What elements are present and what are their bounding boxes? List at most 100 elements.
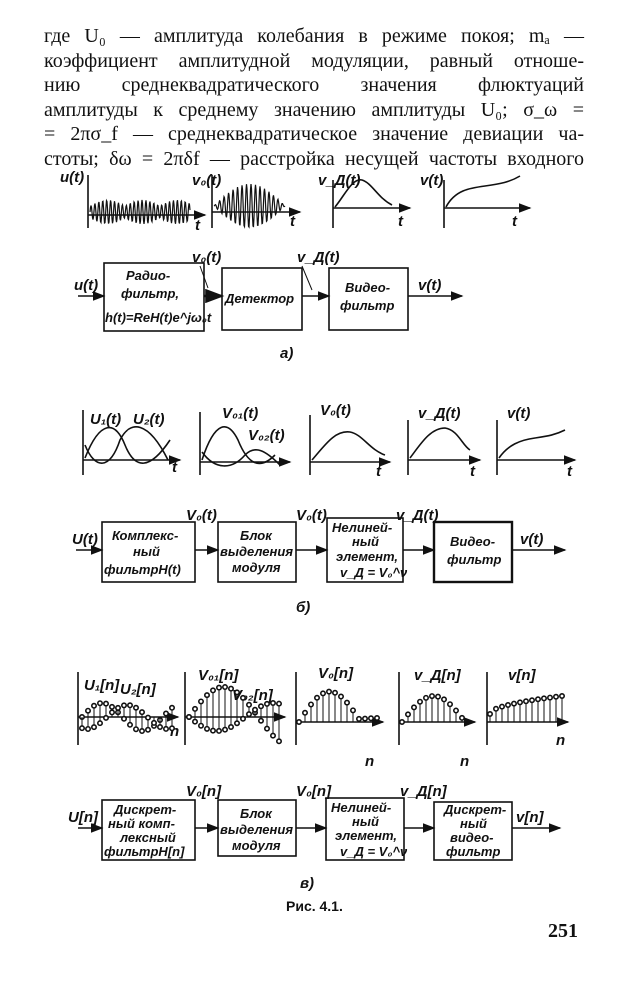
sample-point [528, 697, 535, 704]
svg-text:t: t [290, 213, 296, 230]
sample-point [151, 719, 158, 726]
fig-c-block-diagram: U[n] V₀[n] V₀[n] v_Д[n] v[n] Дискрет- ны… [68, 783, 562, 892]
svg-text:v(t): v(t) [418, 277, 441, 294]
svg-text:u(t): u(t) [74, 277, 98, 294]
sample-point [331, 689, 338, 696]
svg-text:V₀[n]: V₀[n] [318, 665, 354, 682]
svg-text:t: t [195, 217, 201, 234]
sample-point [422, 694, 429, 701]
sample-point [428, 693, 435, 700]
svg-text:элемент,: элемент, [336, 549, 398, 564]
sample-point [307, 701, 314, 708]
sample-point [452, 707, 459, 714]
sample-point [361, 715, 368, 722]
sample-point [404, 711, 411, 718]
svg-text:U(t): U(t) [72, 531, 98, 548]
svg-text:v_Д[n]: v_Д[n] [414, 667, 462, 684]
sample-point [79, 725, 86, 732]
sample-point [269, 700, 276, 707]
svg-text:выделения: выделения [220, 544, 293, 559]
discrete-complex-filter-block [101, 799, 196, 861]
svg-text:Комплекс-: Комплекс- [112, 528, 178, 543]
sample-point [192, 705, 199, 712]
sample-point [416, 698, 423, 705]
sample-point [228, 724, 235, 731]
sample-point [257, 717, 264, 724]
svg-text:V₀(t): V₀(t) [320, 402, 351, 419]
sample-point [313, 694, 320, 701]
svg-text:v_Д(t): v_Д(t) [318, 172, 361, 189]
sample-point [91, 724, 98, 731]
sample-point [398, 718, 405, 725]
fig-c-graphs: U₁[n] U₂[n] V₀₁[n] V₀₂[n] V₀[n] v_Д[n] v… [77, 665, 568, 770]
svg-text:ный: ный [133, 544, 160, 559]
svg-text:V₀(t): V₀(t) [296, 507, 327, 524]
svg-text:ный: ный [352, 534, 379, 549]
sample-point [97, 720, 104, 727]
svg-text:Видео-: Видео- [345, 280, 390, 295]
sample-point [263, 700, 270, 707]
sample-point [486, 710, 493, 717]
svg-text:фильтр: фильтр [446, 844, 500, 859]
fig-a-block-diagram: u(t) v₀(t) v_Д(t) v(t) Радио- фильтр, h(… [74, 249, 464, 362]
sample-point [540, 695, 547, 702]
sample-point [210, 687, 217, 694]
svg-text:б): б) [296, 599, 310, 616]
sample-point [145, 714, 152, 721]
svg-text:V₀[n]: V₀[n] [186, 783, 222, 800]
sample-point [234, 689, 241, 696]
sample-point [446, 701, 453, 708]
svg-text:Детектор: Детектор [224, 291, 294, 306]
svg-text:Нелиней-: Нелиней- [332, 520, 392, 535]
sample-point [325, 688, 332, 695]
sample-point [133, 704, 140, 711]
svg-text:лексный: лексный [119, 830, 176, 845]
svg-text:Видео-: Видео- [450, 534, 495, 549]
sample-point [552, 693, 559, 700]
sample-point [434, 693, 441, 700]
complex-filter-block [101, 521, 196, 583]
sample-point [343, 699, 350, 706]
detector-block [221, 267, 303, 331]
svg-text:а): а) [280, 345, 293, 362]
svg-text:v₀(t): v₀(t) [192, 172, 221, 189]
fig-a-graphs: u(t) t v₀(t) t v_Д(t) t v(t) t [60, 169, 530, 234]
svg-text:t: t [376, 463, 382, 480]
sample-point [319, 690, 326, 697]
svg-text:Нелиней-: Нелиней- [331, 800, 391, 815]
sample-point [85, 725, 92, 732]
sample-point [85, 707, 92, 714]
text-line: = 2πσ_f — среднеквадратическое значение … [44, 123, 584, 145]
sample-point [222, 726, 229, 733]
sample-point [222, 684, 229, 691]
svg-text:Радио-: Радио- [126, 268, 170, 283]
sample-point [355, 715, 362, 722]
svg-text:v[n]: v[n] [516, 809, 545, 826]
sample-point [204, 692, 211, 699]
sample-point [91, 702, 98, 709]
sample-point [103, 714, 110, 721]
video-filter-block [432, 520, 514, 584]
svg-text:t: t [172, 459, 178, 476]
sample-point [204, 725, 211, 732]
svg-text:Блок: Блок [240, 528, 273, 543]
sample-point [186, 713, 193, 720]
svg-text:v_Д(t): v_Д(t) [297, 249, 340, 266]
nonlinear-element-block [325, 797, 405, 861]
sample-point [534, 696, 541, 703]
sample-point [163, 710, 170, 717]
sample-point [558, 692, 565, 699]
sample-point [198, 698, 205, 705]
sample-point [127, 721, 134, 728]
sample-point [510, 700, 517, 707]
svg-text:U₁(t): U₁(t) [90, 411, 121, 428]
svg-text:t: t [512, 213, 518, 230]
svg-text:n: n [365, 753, 374, 770]
svg-text:Дискрет-: Дискрет- [443, 802, 506, 817]
sample-point [121, 702, 128, 709]
modulus-block [217, 521, 297, 583]
sample-point [269, 732, 276, 739]
svg-text:U₂[n]: U₂[n] [120, 681, 157, 698]
svg-text:n: n [460, 753, 469, 770]
svg-text:V₀₁[n]: V₀₁[n] [198, 667, 239, 684]
